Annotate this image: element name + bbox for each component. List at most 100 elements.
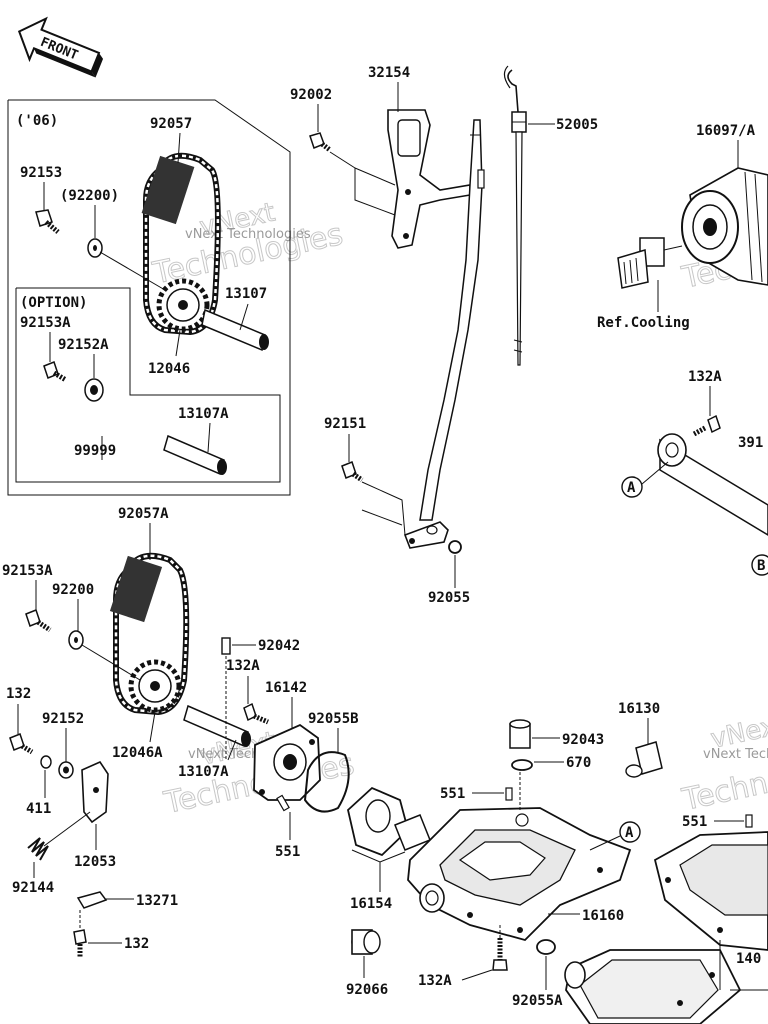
label-16154: 16154 — [350, 896, 392, 912]
label-92151: 92151 — [324, 416, 366, 432]
oil-pipe-391 — [657, 433, 768, 536]
label-132-left: 132 — [6, 686, 31, 702]
bolt-92153A — [43, 361, 68, 383]
washer-411 — [40, 755, 52, 769]
label-92057: 92057 — [150, 116, 192, 132]
oil-pipe-cover — [564, 949, 742, 1024]
option-group-frame — [15, 287, 281, 483]
label-92055A: 92055A — [512, 993, 563, 1009]
label-92055: 92055 — [428, 590, 470, 606]
option-group-label: (OPTION) — [20, 295, 87, 311]
collar-92043 — [509, 719, 531, 749]
bolt-92002 — [309, 132, 332, 152]
label-92200: 92200 — [52, 582, 94, 598]
label-12053: 12053 — [74, 854, 116, 870]
pin-551-mid — [276, 794, 290, 812]
watermark-small-right: vNext Technologies — [703, 747, 768, 762]
bolt-132-bottom — [73, 929, 87, 958]
sprocket-12046A — [128, 659, 182, 713]
oil-strainer-16154 — [347, 786, 431, 857]
label-52005: 52005 — [556, 117, 598, 133]
year-group-label: ('06) — [16, 113, 58, 129]
svg-text:A: A — [625, 825, 634, 841]
label-670: 670 — [566, 755, 591, 771]
label-132A-bottom: 132A — [418, 973, 452, 989]
label-92042: 92042 — [258, 638, 300, 654]
label-92200-paren: (92200) — [60, 188, 119, 204]
label-99999: 99999 — [74, 443, 116, 459]
bolt-92153A-low — [25, 609, 52, 633]
label-13107A-low: 13107A — [178, 764, 229, 780]
label-92153A: 92153A — [20, 315, 71, 331]
label-92043: 92043 — [562, 732, 604, 748]
label-551-pan: 551 — [440, 786, 465, 802]
bolt-92151 — [341, 461, 364, 483]
watermark-small-top: vNext Technologies — [185, 227, 311, 242]
oil-pan-right-partial — [653, 831, 768, 951]
plate-13271 — [76, 891, 108, 909]
bolt-132A-mid — [243, 702, 269, 725]
label-12046A: 12046A — [112, 745, 163, 761]
threaded-fitting — [617, 237, 683, 289]
ref-cooling-label: Ref.Cooling — [597, 315, 690, 331]
label-132A-top: 132A — [688, 369, 722, 385]
callout-a-top: A — [621, 476, 643, 498]
spacer-92066 — [351, 929, 381, 955]
label-13271: 13271 — [136, 893, 178, 909]
shaft-13107A-low — [183, 704, 251, 748]
label-92153: 92153 — [20, 165, 62, 181]
label-16160: 16160 — [582, 908, 624, 924]
pin-92042 — [221, 637, 231, 655]
callout-a-pan: A — [619, 821, 641, 843]
label-551-right: 551 — [682, 814, 707, 830]
label-92152A: 92152A — [58, 337, 109, 353]
label-92144: 92144 — [12, 880, 54, 896]
dipstick-52005 — [503, 65, 527, 366]
bolt-132A-bottom — [492, 938, 508, 971]
year-group-frame — [7, 99, 291, 496]
label-13107: 13107 — [225, 286, 267, 302]
oring-92055B — [303, 751, 350, 813]
spring-92144 — [27, 837, 49, 861]
label-92153A-low: 92153A — [2, 563, 53, 579]
label-16142: 16142 — [265, 680, 307, 696]
collar-92152 — [58, 761, 74, 779]
label-140: 140 — [736, 951, 761, 967]
relief-valve-12053 — [81, 760, 109, 824]
plug-16130 — [625, 741, 663, 778]
label-92066: 92066 — [346, 982, 388, 998]
bolt-132A-top — [692, 414, 721, 437]
oring-670 — [511, 759, 533, 771]
label-13107A: 13107A — [178, 406, 229, 422]
label-16130: 16130 — [618, 701, 660, 717]
pin-551-pan — [505, 787, 513, 801]
label-132-bottom: 132 — [124, 936, 149, 952]
oil-pan-16160 — [407, 807, 632, 942]
collar-92152A — [84, 378, 104, 402]
label-92057A: 92057A — [118, 506, 169, 522]
sprocket-12046 — [156, 278, 210, 332]
oring-92055 — [448, 540, 462, 554]
oring-92055A — [536, 939, 556, 955]
oil-filler-tube — [419, 119, 483, 521]
bolt-92153 — [35, 209, 60, 234]
bolt-132-left — [9, 733, 34, 755]
pin-551-right — [745, 814, 753, 828]
oil-pump-16142 — [253, 723, 321, 801]
label-32154: 32154 — [368, 65, 410, 81]
front-arrow-icon: FRONT — [17, 16, 104, 78]
label-92152: 92152 — [42, 711, 84, 727]
label-92002: 92002 — [290, 87, 332, 103]
bracket-32154 — [387, 109, 471, 249]
label-391: 391 — [738, 435, 763, 451]
timing-chain-92057A — [109, 552, 190, 716]
label-132A-mid: 132A — [226, 658, 260, 674]
tube-flange — [403, 521, 449, 549]
shaft-13107 — [201, 308, 269, 352]
shaft-13107A — [163, 434, 227, 476]
oil-filter-16097 — [681, 167, 768, 286]
label-411: 411 — [26, 801, 51, 817]
svg-text:B: B — [757, 558, 765, 574]
svg-text:A: A — [627, 480, 636, 496]
